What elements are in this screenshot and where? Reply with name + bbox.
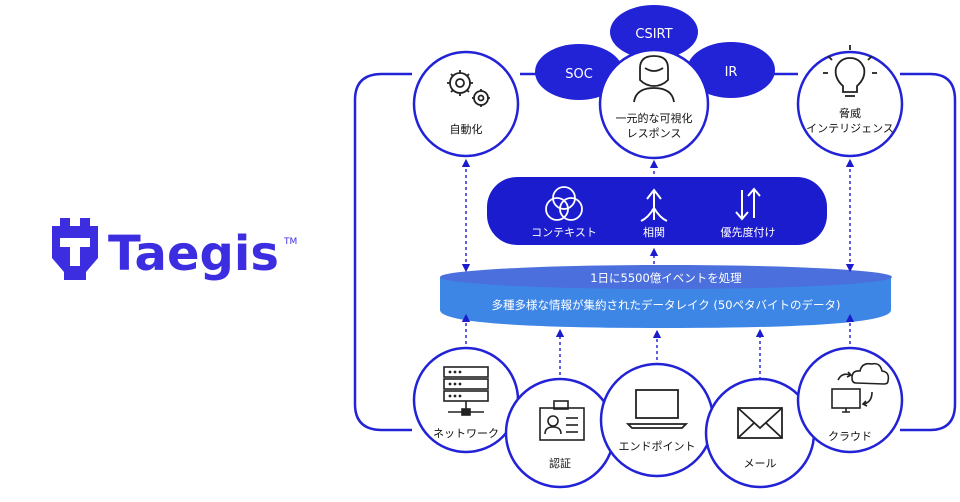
source-authentication-label: 認証 xyxy=(549,456,571,470)
source-authentication: 認証 xyxy=(504,377,616,489)
brand-trademark: TM xyxy=(283,237,297,247)
capability-prioritization-label: 優先度付け xyxy=(721,225,776,239)
correlation-icon xyxy=(640,188,668,222)
source-endpoint: エンドポイント xyxy=(599,362,715,478)
server-icon xyxy=(443,366,489,416)
id-badge-icon xyxy=(539,400,585,441)
source-cloud: クラウド xyxy=(796,346,904,454)
cloud-icon xyxy=(831,362,890,413)
person-icon xyxy=(633,55,675,103)
node-automation-label: 自動化 xyxy=(450,122,483,136)
laptop-icon xyxy=(625,389,689,429)
node-unified-visibility-label-line1: 一元的な可視化 xyxy=(616,111,693,125)
priority-arrows-icon xyxy=(735,187,761,221)
data-lake-throughput: 1日に5500億イベントを処理 xyxy=(590,271,742,285)
taegis-logo: Taegis TM xyxy=(52,218,297,282)
data-lake: 1日に5500億イベントを処理 多種多様な情報が集約されたデータレイク (50ペ… xyxy=(440,265,892,328)
source-email-label: メール xyxy=(744,457,777,470)
source-email: メール xyxy=(704,377,816,489)
source-network: ネットワーク xyxy=(412,346,520,454)
flow-arrows xyxy=(461,158,855,380)
data-lake-description: 多種多様な情報が集約されたデータレイク (50ペタバイトのデータ) xyxy=(491,298,840,312)
team-ir: IR xyxy=(687,42,775,98)
capability-context-label: コンテキスト xyxy=(531,226,597,239)
capabilities-panel: コンテキスト 相関 優先度付け xyxy=(487,177,827,245)
envelope-icon xyxy=(737,407,783,439)
source-cloud-label: クラウド xyxy=(828,430,872,443)
brand-name: Taegis xyxy=(108,226,279,282)
team-csirt-label: CSIRT xyxy=(635,27,672,42)
node-threat-intelligence-label-line1: 脅威 xyxy=(839,106,861,120)
taegis-shield-icon xyxy=(52,218,98,280)
gears-icon xyxy=(447,70,490,107)
capability-correlation-label: 相関 xyxy=(643,226,665,239)
node-threat-intelligence: 脅威 インテリジェンス xyxy=(796,45,904,158)
venn-icon xyxy=(545,186,583,221)
team-csirt: CSIRT xyxy=(610,5,698,59)
team-soc: SOC xyxy=(535,44,623,100)
source-endpoint-label: エンドポイント xyxy=(619,440,696,453)
node-threat-intelligence-label-line2: インテリジェンス xyxy=(806,122,894,135)
node-unified-visibility-label-line2: レスポンス xyxy=(627,127,682,140)
node-unified-visibility: 一元的な可視化 レスポンス xyxy=(598,48,710,160)
team-soc-label: SOC xyxy=(565,67,593,82)
source-network-label: ネットワーク xyxy=(433,427,499,440)
outer-loop-frame xyxy=(353,72,957,432)
lightbulb-icon xyxy=(823,45,877,97)
node-automation: 自動化 xyxy=(412,50,520,158)
team-ir-label: IR xyxy=(725,65,738,80)
